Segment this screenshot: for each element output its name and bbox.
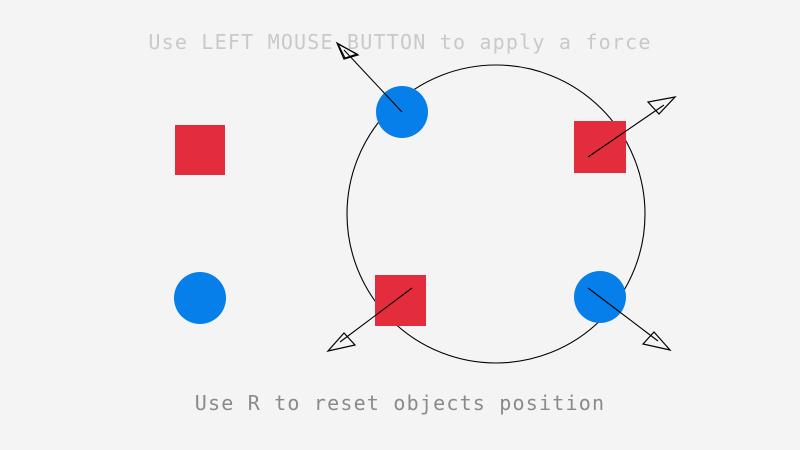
force-vector-down-right bbox=[587, 287, 672, 351]
square-top-left[interactable] bbox=[175, 125, 225, 175]
force-vector-down-left bbox=[326, 287, 413, 352]
square-bottom-center-on-ring[interactable] bbox=[375, 275, 426, 326]
force-vector-up-right bbox=[587, 96, 677, 158]
force-vector-up-left bbox=[335, 41, 403, 113]
hint-reset-objects: Use R to reset objects position bbox=[194, 391, 606, 415]
constraint-circle bbox=[346, 64, 646, 364]
hint-apply-force: Use LEFT MOUSE BUTTON to apply a force bbox=[148, 30, 652, 54]
square-top-right-on-ring[interactable] bbox=[574, 121, 626, 173]
circle-bottom-left[interactable] bbox=[174, 272, 226, 324]
